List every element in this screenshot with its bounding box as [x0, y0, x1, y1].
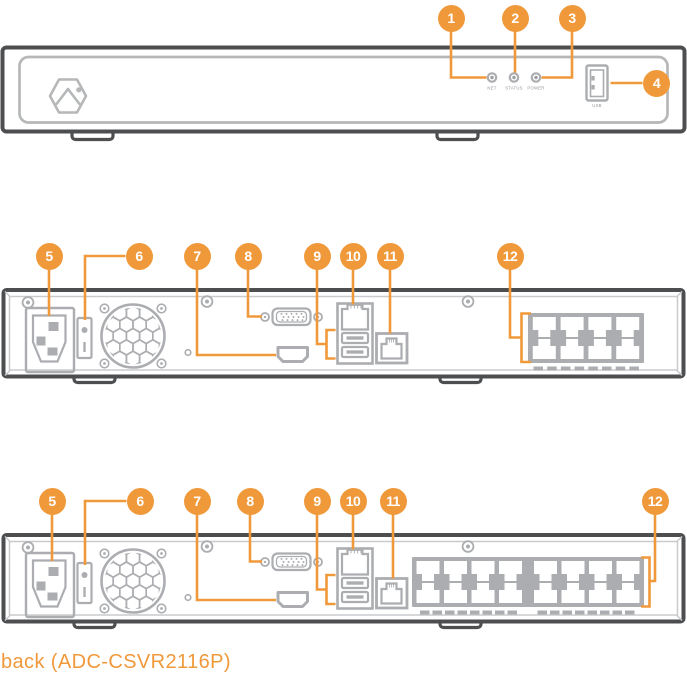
poe-port-block-8: [528, 313, 644, 371]
back8-leader-lines: [47, 254, 531, 364]
callout-back16-12: 12: [641, 487, 669, 515]
callout-front-4: 4: [643, 69, 670, 97]
back16-leader-lines: [50, 499, 657, 608]
net-led: [486, 72, 498, 83]
callout-back16-9: 9: [303, 487, 331, 515]
callout-back8-9: 9: [303, 242, 331, 270]
status-leds: NET STATUS POWER: [486, 72, 544, 91]
callout-front-2: 2: [501, 4, 529, 32]
status-led: [508, 72, 520, 83]
net-led-label: NET: [487, 86, 496, 91]
front-usb-port: USB: [585, 64, 609, 108]
power-led-label: POWER: [527, 86, 544, 91]
callout-back16-7: 7: [183, 487, 211, 515]
callout-back8-6: 6: [125, 242, 153, 270]
callout-back16-10: 10: [339, 487, 367, 515]
power-led: [530, 72, 542, 83]
front-panel: NET STATUS POWER USB: [0, 31, 687, 142]
callout-back16-11: 11: [379, 487, 407, 515]
callout-back16-8: 8: [236, 487, 264, 515]
callout-back8-8: 8: [234, 242, 262, 270]
callout-back8-11: 11: [376, 242, 404, 270]
callout-back8-10: 10: [339, 242, 367, 270]
alarm-com-logo: [48, 78, 88, 114]
callout-back16-6: 6: [126, 487, 154, 515]
front-panel-chassis: [0, 45, 687, 134]
callout-front-1: 1: [437, 4, 465, 32]
back-panel-16-port: [4, 499, 684, 628]
usb-port-label: USB: [592, 103, 601, 108]
back-panel-8-port: [4, 254, 684, 383]
callout-front-3: 3: [558, 4, 586, 32]
diagram-caption: back (ADC-CSVR2116P): [1, 651, 231, 673]
status-led-label: STATUS: [505, 86, 523, 91]
callout-back8-7: 7: [183, 242, 211, 270]
front-leader-lines: [449, 31, 643, 85]
callout-back8-12: 12: [496, 242, 524, 270]
callout-back8-5: 5: [35, 242, 63, 270]
callout-back16-5: 5: [38, 487, 66, 515]
poe-port-block-16: [412, 557, 644, 615]
